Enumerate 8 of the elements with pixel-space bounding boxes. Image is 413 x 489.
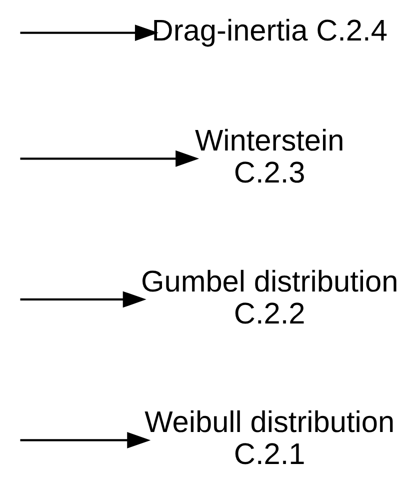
node-text: Winterstein C.2.3 <box>194 124 344 190</box>
arrow <box>20 24 158 42</box>
node-text: Drag-inertia C.2.4 <box>151 14 387 48</box>
arrow <box>20 150 199 167</box>
arrow <box>20 432 150 448</box>
node-text: Weibull distribution C.2.1 <box>144 406 394 472</box>
arrow <box>20 291 146 308</box>
node-text: Gumbel distribution C.2.2 <box>140 265 398 330</box>
